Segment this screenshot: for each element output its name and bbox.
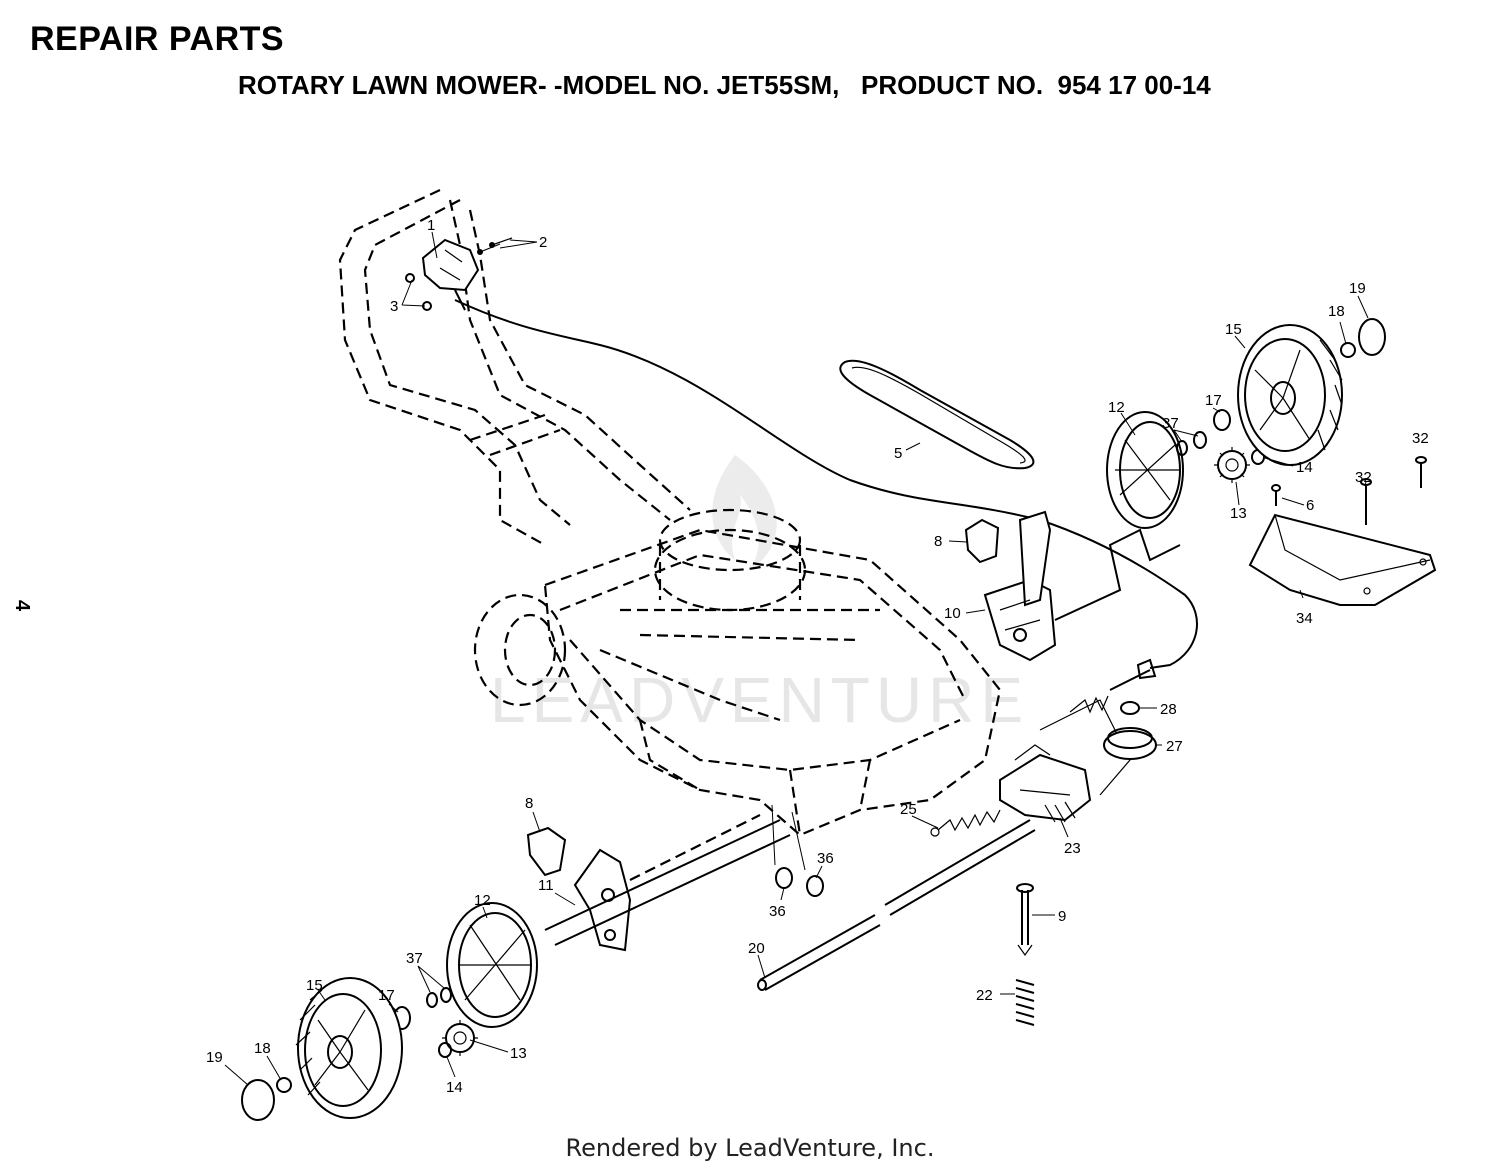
callout-25: 25: [900, 801, 917, 818]
control-cable: [454, 299, 1198, 669]
callout-17-right: 17: [1205, 392, 1222, 409]
callout-8-lower: 8: [525, 795, 533, 812]
wheel-hub-left: [446, 902, 538, 1028]
leader-lines: [224, 231, 1369, 1086]
spring-22: [1015, 979, 1035, 1026]
washer-37-right: [1176, 431, 1207, 456]
callout-37-left: 37: [406, 950, 423, 967]
watermark: LEADVENTURE: [490, 455, 1023, 736]
mower-deck: [473, 508, 1002, 837]
height-adjuster-left: [573, 848, 632, 952]
nut-18-left: [276, 1077, 292, 1093]
drive-gear-left: [442, 1020, 478, 1056]
wheel-left: [295, 977, 403, 1119]
bolt-9: [1016, 883, 1034, 957]
screw-6: [1271, 484, 1281, 506]
drive-gear-right: [1214, 447, 1250, 483]
pulley-27: [1103, 727, 1157, 760]
drive-rod: [757, 914, 881, 991]
callout-5: 5: [894, 445, 902, 462]
callout-3: 3: [390, 298, 398, 315]
callout-12-left: 12: [474, 892, 491, 909]
callout-14-right: 14: [1296, 459, 1313, 476]
callout-34: 34: [1296, 610, 1313, 627]
callout-13-left: 13: [510, 1045, 527, 1062]
cap-19-right: [1358, 318, 1386, 356]
cap-19-left: [241, 1079, 275, 1121]
callout-2: 2: [539, 234, 547, 251]
callout-15-left: 15: [306, 977, 323, 994]
callout-1: 1: [427, 217, 435, 234]
spring-25: [930, 809, 1001, 837]
callout-6: 6: [1306, 497, 1314, 514]
callout-9: 9: [1058, 908, 1066, 925]
washer-17-right: [1213, 409, 1231, 431]
cover-34: [1248, 513, 1437, 606]
cable-end: [1109, 658, 1157, 691]
screw-32a: [1360, 478, 1372, 525]
callout-20: 20: [748, 940, 765, 957]
drive-belt: [839, 359, 1035, 470]
screw-2b: [489, 237, 513, 248]
wheel-grip-upper: [964, 518, 1000, 564]
callout-23: 23: [1064, 840, 1081, 857]
nut-36a: [775, 867, 793, 889]
wheel-hub-right: [1106, 411, 1184, 529]
callout-18-right: 18: [1328, 303, 1345, 320]
clip-14-left: [438, 1042, 452, 1058]
callout-11: 11: [538, 877, 554, 894]
nut-28: [1120, 701, 1140, 715]
callout-27: 27: [1166, 738, 1183, 755]
callout-19-left: 19: [206, 1049, 223, 1066]
callout-37-right: 37: [1162, 415, 1179, 432]
callout-17-left: 17: [378, 987, 395, 1004]
callout-10: 10: [944, 605, 961, 622]
wheel-right: [1237, 324, 1343, 466]
callout-36-left: 36: [769, 903, 786, 920]
callout-15-right: 15: [1225, 321, 1242, 338]
callout-32-right: 32: [1412, 430, 1429, 447]
callout-28: 28: [1160, 701, 1177, 718]
callout-19-right: 19: [1349, 280, 1366, 297]
throttle-control: [421, 238, 480, 311]
nut-3a: [405, 273, 415, 283]
rear-axle: [544, 528, 1181, 946]
transmission: [884, 699, 1131, 916]
footer-credit: Rendered by LeadVenture, Inc.: [565, 1134, 935, 1162]
callout-13-right: 13: [1230, 505, 1247, 522]
screw-2a: [477, 243, 501, 255]
nut-36b: [806, 875, 824, 897]
callout-22: 22: [976, 987, 993, 1004]
callout-36-right: 36: [817, 850, 834, 867]
bolt-lines: [771, 804, 806, 871]
callout-14-left: 14: [446, 1079, 463, 1096]
callout-8-upper: 8: [934, 533, 942, 550]
model-subtitle: ROTARY LAWN MOWER- -MODEL NO. JET55SM, P…: [238, 70, 1211, 100]
handle-assembly: [338, 189, 691, 546]
nut-18-right: [1340, 342, 1356, 358]
wheel-grip-lower: [526, 826, 567, 877]
callout-32-left: 32: [1355, 469, 1372, 486]
callout-18-left: 18: [254, 1040, 271, 1057]
callouts: 1 2 3 5 6 8 8 9 10 11 12 12 13 13 14 14 …: [206, 217, 1429, 1096]
spring-upper: [1069, 695, 1109, 714]
washer-37-left: [426, 987, 452, 1008]
page-title: REPAIR PARTS: [30, 20, 285, 58]
height-adjuster-right: [983, 510, 1057, 662]
screw-32b: [1415, 456, 1427, 488]
callout-12-right: 12: [1108, 399, 1125, 416]
